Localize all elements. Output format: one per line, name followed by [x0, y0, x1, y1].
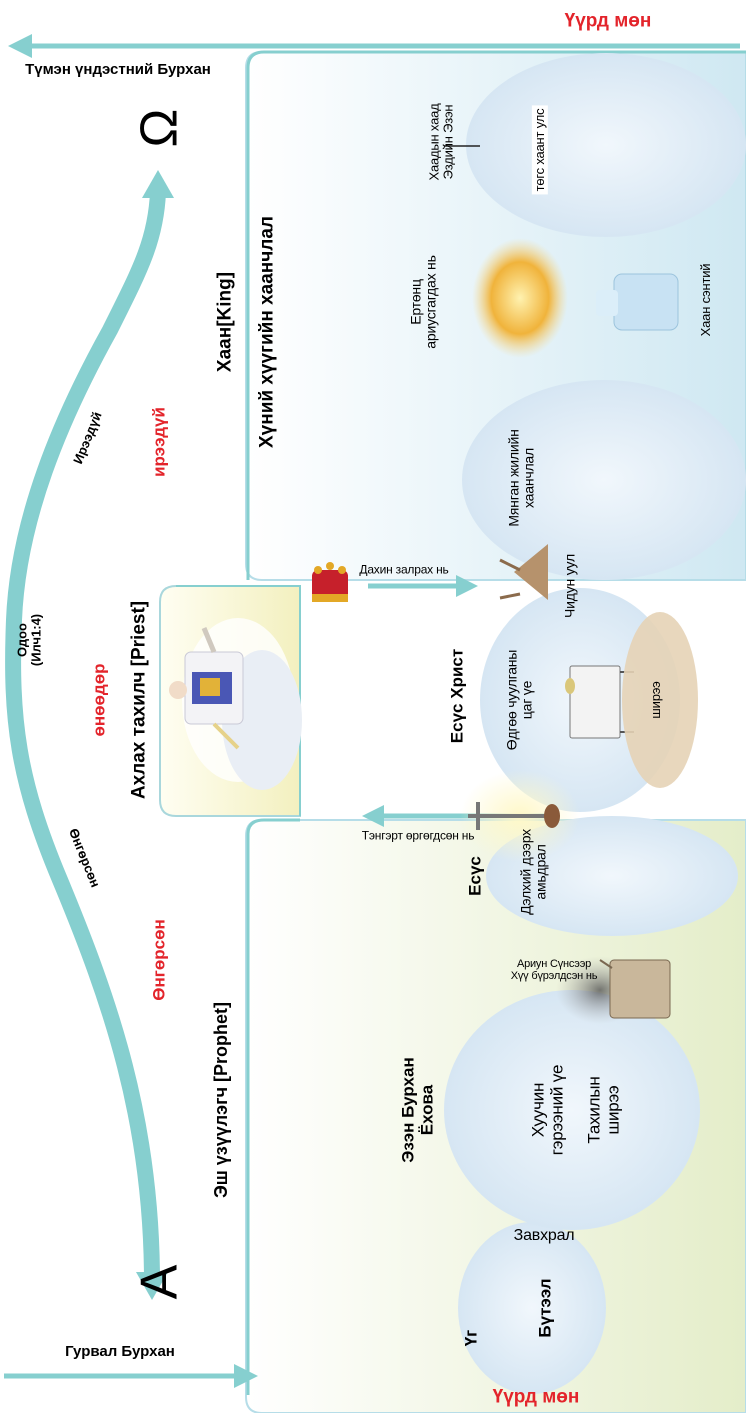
role-priest-label: Ахлах тахилч [Priest]	[128, 600, 150, 800]
time-future-label: ирээдүй	[149, 407, 169, 477]
throne-icon	[596, 273, 679, 331]
bottom-eternity-label: Үүрд мөн	[492, 1386, 580, 1408]
circle-millennium-label: Мянган жилийн хаанчлал	[505, 429, 537, 527]
circle-earth-life-label: Дэлхий дээрх амьдрал	[517, 829, 549, 915]
table-surface	[622, 612, 698, 788]
table-icon	[565, 665, 634, 739]
throne-label: Хаан сэнтий	[697, 263, 713, 337]
top-eternity-label: Үүрд мөн	[564, 10, 652, 32]
time-curve	[5, 184, 166, 1290]
entity-jehovah: Эзэн Бурхан Ёхова	[398, 1057, 436, 1163]
kingdom-label: Хүний хүүгийн хаанчлал	[256, 216, 278, 448]
time-past-label: Өнгөрсөн	[149, 919, 169, 1001]
mountain-icon	[499, 544, 548, 600]
fall-label: Завхрал	[513, 1227, 575, 1245]
circle-creation	[458, 1222, 606, 1394]
circle-old-testament	[444, 990, 700, 1230]
holy-spirit-label: Ариун Сүнсээр Хүү бүрэлдсэн нь	[510, 957, 598, 982]
ascension-label: Тэнгэрт өргөгдсөн нь	[361, 828, 475, 843]
role-king-label: Хаан[King]	[214, 271, 236, 373]
king-of-kings-label: Хаадын хаад Эздийн Эзэн	[426, 103, 456, 181]
now-label: Одоо (Илч1:4)	[14, 613, 44, 667]
circle-eternal-kingdom	[466, 53, 746, 237]
table-label: ширээ	[647, 681, 663, 719]
world-cleansing-label: Ертөнц ариусгагдах нь	[407, 255, 439, 349]
entity-jesus-christ: Есүс Христ	[447, 648, 467, 744]
cross-icon	[468, 802, 560, 830]
circle-millennium	[462, 380, 746, 580]
arrow-top-label: Түмэн үндэстний Бурхан	[25, 60, 211, 78]
circle-eternal-kingdom-label: төгс хаант улс	[531, 105, 549, 195]
circle-church-age-label: Өдгөө чуулганы цаг үе	[503, 649, 535, 751]
alpha-symbol: A	[130, 1264, 189, 1300]
fire-icon	[472, 238, 568, 358]
circle-creation-label: Бүтээл	[535, 1278, 555, 1338]
mount-olives-label: Чидун уул	[561, 553, 578, 619]
second-coming-label: Дахин залрах нь	[359, 562, 449, 577]
altar-icon	[599, 959, 671, 1019]
circle-old-testament-label: Хуучин гэрээний үе	[528, 1064, 566, 1156]
crown-icon	[312, 562, 348, 602]
entity-jesus: Есүс	[465, 856, 485, 896]
time-today-label: өнөөдөр	[89, 663, 109, 737]
role-prophet-label: Эш үзүүлэгч [Prophet]	[211, 1001, 232, 1199]
arrow-bottom-label: Гурвал Бурхан	[65, 1342, 175, 1360]
high-priest-figure	[169, 627, 244, 750]
entity-word: Үг	[461, 1329, 481, 1347]
omega-symbol: Ω	[130, 108, 189, 148]
altar-sacrifice-label: Тахилын ширээ	[584, 1076, 622, 1144]
